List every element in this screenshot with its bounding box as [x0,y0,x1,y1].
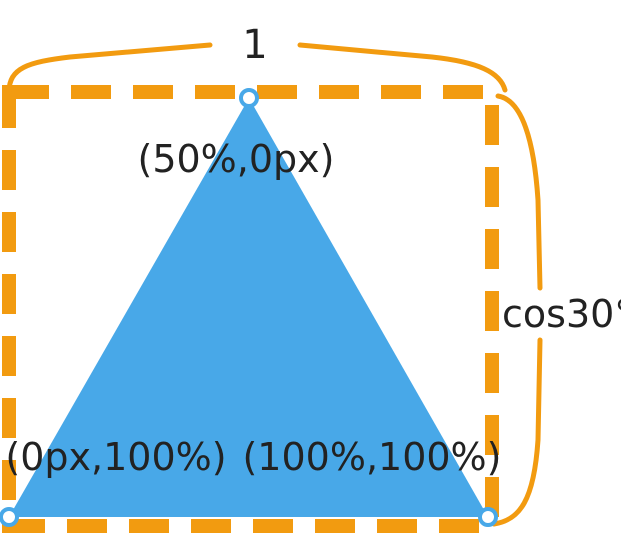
height-brace [495,93,543,291]
bounding-box-dashed [2,85,499,533]
height-brace-lower [491,337,543,527]
bottom-right-vertex-label: (100%,100%) [242,435,501,479]
width-label: 1 [242,22,267,68]
vertex-bottom-left-marker [0,507,19,527]
top-vertex-label: (50%,0px) [138,137,335,181]
vertex-top-marker [239,88,259,108]
triangle-shape [9,98,488,517]
vertex-bottom-right-marker [478,507,498,527]
width-brace-right [297,42,508,93]
height-label: cos30° [502,292,621,336]
width-brace [6,42,213,95]
bottom-left-vertex-label: (0px,100%) [5,435,226,479]
